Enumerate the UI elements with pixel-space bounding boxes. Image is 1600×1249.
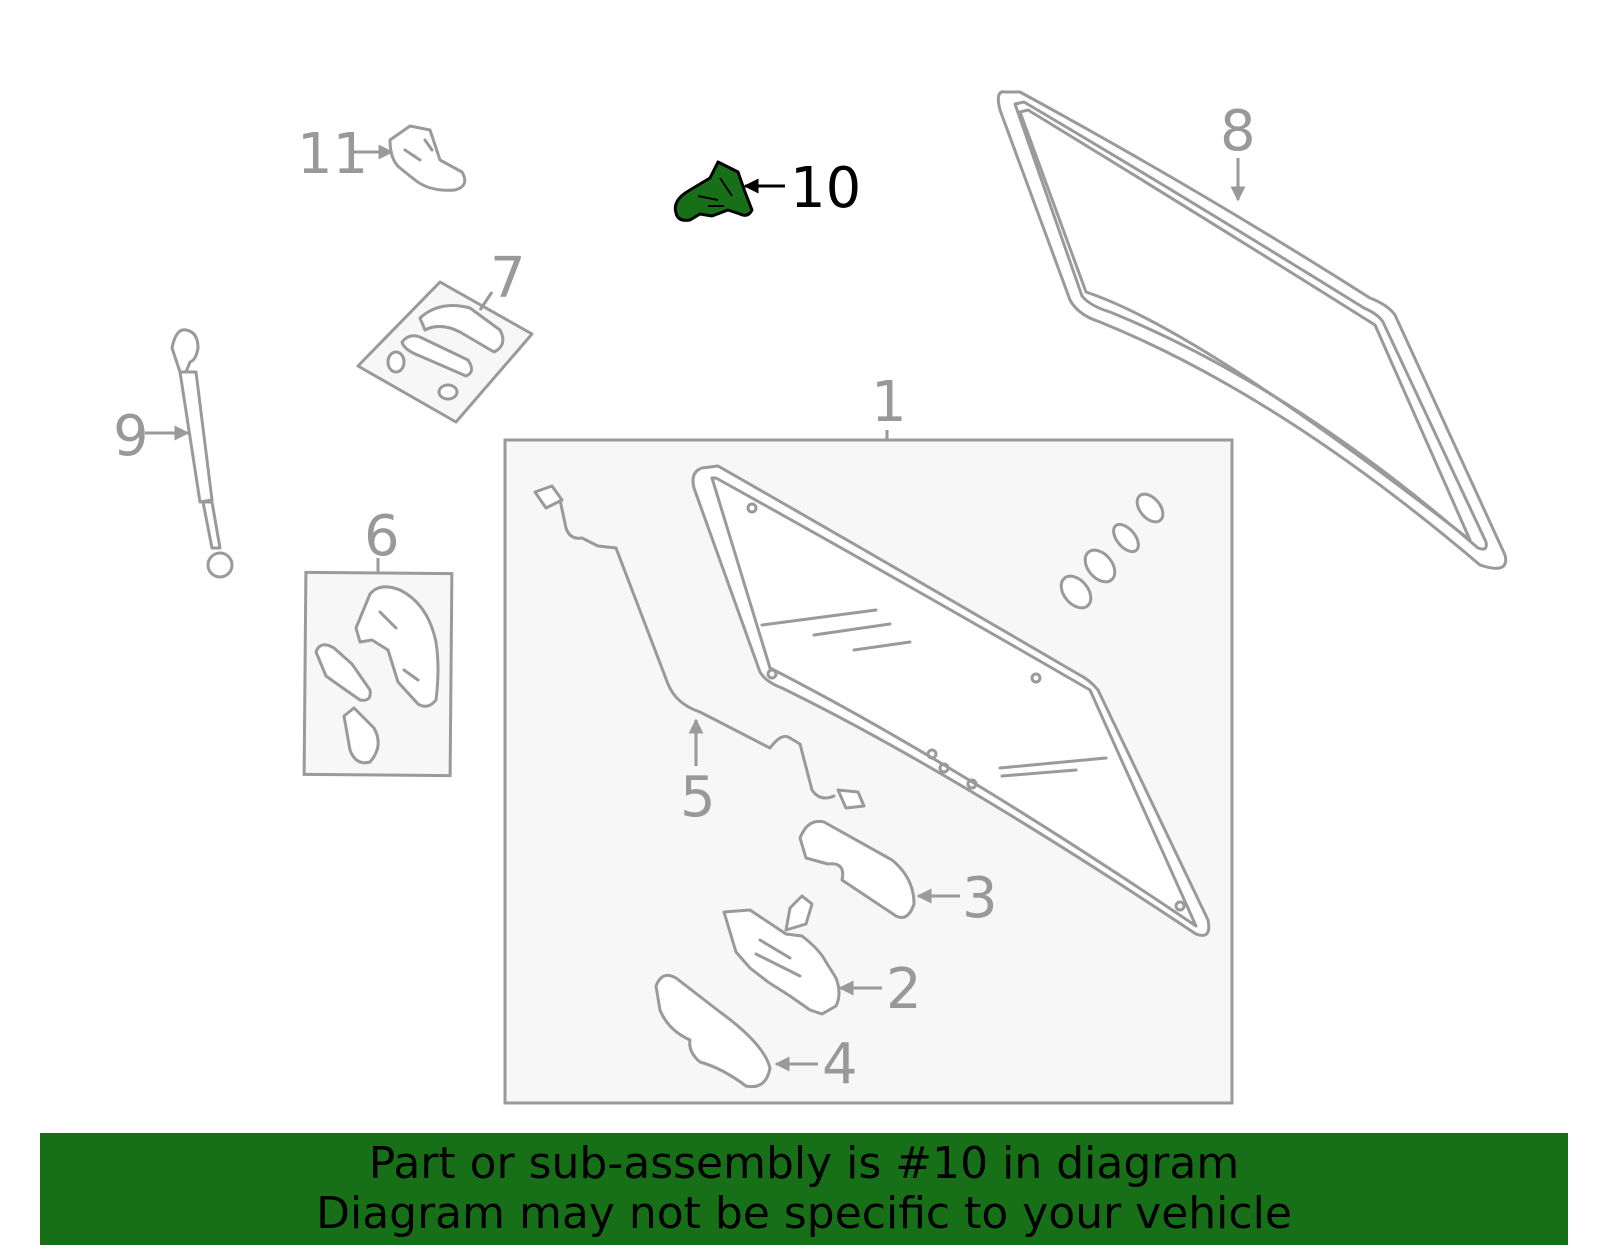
callout-5: 5	[680, 765, 716, 830]
part-10-clip[interactable]	[673, 160, 754, 222]
banner-line-1: Part or sub-assembly is #10 in diagram	[368, 1138, 1240, 1189]
part-1-glass-assembly[interactable]	[503, 438, 1234, 1105]
part-11-bracket[interactable]	[388, 124, 467, 192]
callout-6: 6	[364, 504, 400, 569]
part-6-hinge-kit[interactable]	[302, 570, 454, 778]
callout-10: 10	[790, 156, 861, 221]
callout-11: 11	[297, 122, 368, 187]
part-7-kit[interactable]	[356, 280, 534, 424]
callout-9: 9	[113, 404, 149, 469]
part-9-lift-support[interactable]	[170, 328, 234, 579]
banner-line-2: Diagram may not be specific to your vehi…	[316, 1188, 1292, 1239]
callout-2: 2	[886, 957, 922, 1022]
callout-1: 1	[871, 370, 907, 435]
callout-4: 4	[822, 1032, 858, 1097]
callout-8: 8	[1220, 99, 1256, 164]
info-banner: Part or sub-assembly is #10 in diagram D…	[40, 1133, 1568, 1245]
callout-7: 7	[490, 246, 526, 311]
callout-3: 3	[962, 866, 998, 931]
part-8-seal[interactable]	[996, 90, 1508, 570]
